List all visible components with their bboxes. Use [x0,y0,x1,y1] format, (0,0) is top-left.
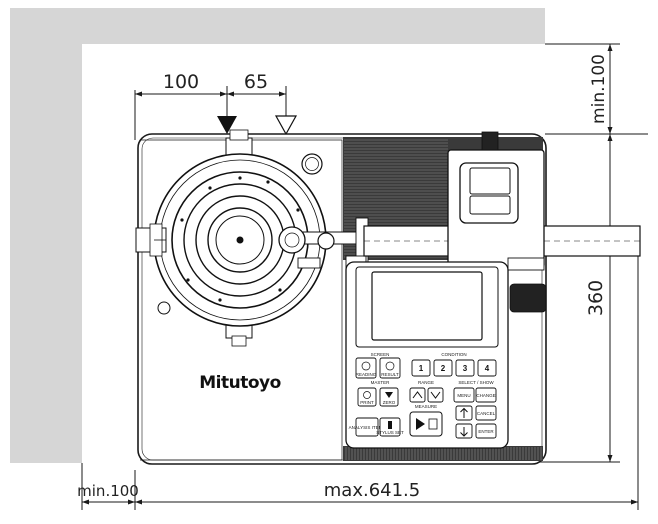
plate-hole-top-inner [305,157,319,171]
condition-key-1[interactable]: 1 [411,359,431,377]
dimension-arrowheads [82,44,638,505]
stylus-set-key[interactable]: STYLUS SET [376,417,404,437]
stylus-set-key-label: STYLUS SET [376,430,404,435]
lcd-screen [371,271,483,341]
range-down-key[interactable] [427,387,444,403]
black-triangle-marker [217,116,237,134]
cancel-key[interactable]: CANCEL [475,405,497,421]
dim-bottom-left-label: min.100 [77,482,139,500]
result-key-label: RESULT [381,372,399,377]
group-screen-label: SCREEN [371,352,390,357]
result-key[interactable]: RESULT [379,357,401,379]
menu-key-label: MENU [457,393,470,398]
dimension-lines [81,43,648,510]
enter-key[interactable]: ENTER [475,423,497,439]
group-range-label: RANGE [418,380,434,385]
enter-key-label: ENTER [478,429,494,434]
analysis-items-key[interactable]: ANALYSIS ITEMS [349,417,386,437]
dim-top-right-label: 65 [244,71,268,93]
condition-key-4[interactable]: 4 [477,359,497,377]
group-condition-label: CONDITION [441,352,466,357]
change-key-label: CHANGE [476,393,495,398]
brand-logo: Mitutoyo [199,373,281,393]
outline-triangle-marker [274,115,298,136]
print-key-label: PRINT [360,400,374,405]
dim-top-left-label: 100 [163,71,199,93]
cancel-key-label: CANCEL [477,411,496,416]
reading-key[interactable]: READING [355,357,377,379]
condition-key-2-label: 2 [441,364,446,373]
print-key[interactable]: PRINT [357,387,377,407]
select-up-key[interactable] [455,405,473,421]
select-down-key[interactable] [455,423,473,439]
condition-key-4-label: 4 [485,364,490,373]
condition-key-2[interactable]: 2 [433,359,453,377]
analysis-items-key-label: ANALYSIS ITEMS [349,425,386,430]
measure-start-key[interactable] [409,411,443,437]
dim-right-top-label: min.100 [589,54,609,124]
plate-hole-top [301,153,323,175]
condition-key-1-label: 1 [419,364,424,373]
turntable-screw-holes [180,176,300,302]
group-select-label: SELECT / SHOW [458,380,494,385]
plate-hole-bottom [157,301,171,315]
dim-right-height-label: 360 [585,280,607,316]
dim-bottom-width-label: max.641.5 [324,480,420,501]
range-up-key[interactable] [409,387,426,403]
turntable [135,129,327,347]
installation-clearance-area [10,8,545,463]
condition-key-3[interactable]: 3 [455,359,475,377]
condition-key-3-label: 3 [463,364,468,373]
reading-key-label: READING [356,372,377,377]
menu-key[interactable]: MENU [453,387,475,403]
change-key[interactable]: CHANGE [475,387,497,403]
zero-key-label: ZERO [383,400,396,405]
column-housing [447,131,547,313]
group-zero-label: MASTER [371,380,391,385]
group-measure-label: MEASURE [415,404,437,409]
zero-key[interactable]: ZERO [379,387,399,407]
